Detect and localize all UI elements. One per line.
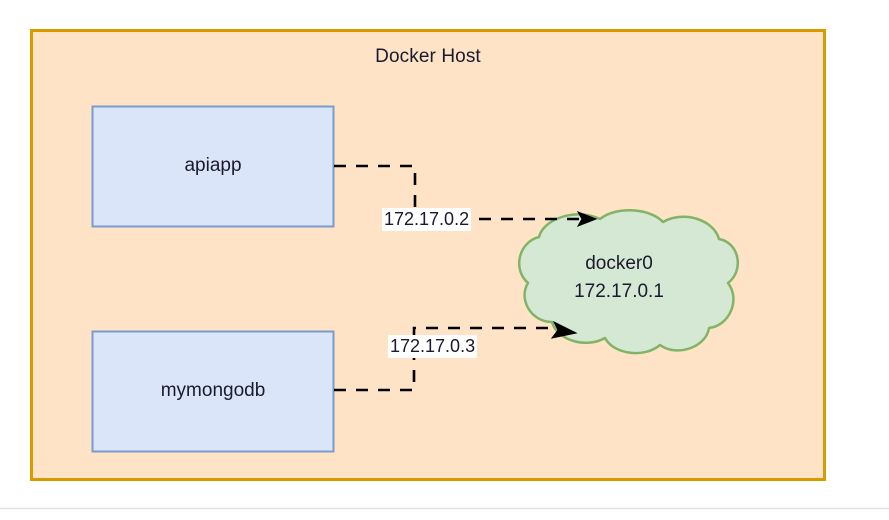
arrowhead-apiapp [576, 211, 598, 227]
edge-label-apiapp-ip: 172.17.0.2 [382, 208, 472, 231]
page-title: Docker Host [375, 46, 481, 67]
edge-label-mymongodb-ip: 172.17.0.3 [388, 335, 478, 358]
docker0-name: docker0 [585, 253, 653, 274]
arrowhead-mymongodb [550, 320, 578, 339]
docker0-cloud-shape[interactable] [518, 209, 739, 355]
container-box-apiapp[interactable] [91, 105, 335, 228]
docker0-ip: 172.17.0.1 [574, 281, 664, 302]
docker0-cloud-label: docker0 172.17.0.1 [513, 250, 725, 306]
container-label-apiapp: apiapp [184, 155, 242, 176]
container-box-mymongodb[interactable] [91, 330, 335, 453]
edge-mymongodb-to-docker0[interactable] [334, 320, 578, 392]
edge-apiapp-to-docker0[interactable] [334, 164, 598, 227]
container-label-mymongodb: mymongodb [160, 380, 266, 401]
